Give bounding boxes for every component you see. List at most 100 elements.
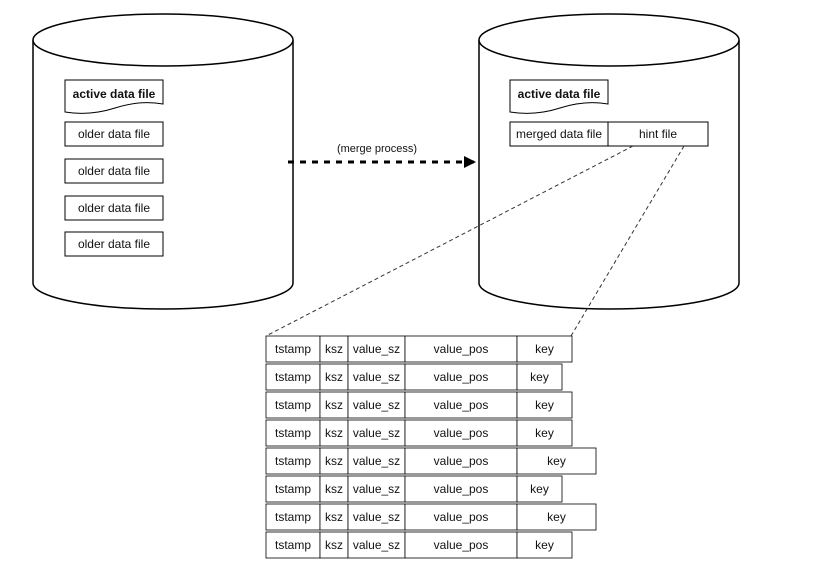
value-pos-cell: value_pos bbox=[434, 426, 489, 440]
ksz-cell-box bbox=[319, 447, 349, 475]
right-active-data-file-label: active data file bbox=[518, 87, 601, 101]
merge-process-arrow: (merge process) bbox=[288, 143, 476, 168]
tstamp-cell: tstamp bbox=[275, 398, 311, 412]
left-older-data-file-2: older data file bbox=[64, 158, 164, 184]
value-sz-cell-box bbox=[347, 419, 406, 447]
ksz-cell-box bbox=[319, 475, 349, 503]
tstamp-cell: tstamp bbox=[275, 370, 311, 384]
value-sz-cell: value_sz bbox=[353, 454, 400, 468]
value-pos-cell-box bbox=[404, 447, 518, 475]
value-pos-cell-box bbox=[404, 363, 518, 391]
hint-entry-row: tstamp ksz value_sz value_pos key bbox=[265, 419, 573, 447]
hint-file-projection-lines bbox=[265, 145, 685, 337]
older-data-file-label: older data file bbox=[78, 164, 150, 178]
tstamp-cell-box bbox=[265, 363, 321, 391]
ksz-cell-box bbox=[319, 419, 349, 447]
key-cell: key bbox=[535, 538, 554, 552]
ksz-cell: ksz bbox=[325, 510, 343, 524]
value-pos-cell: value_pos bbox=[434, 482, 489, 496]
right-active-data-file: active data file bbox=[509, 79, 609, 114]
merged-data-file: merged data file bbox=[509, 121, 609, 147]
key-cell-box bbox=[516, 447, 597, 475]
hint-entry-row: tstamp ksz value_sz value_pos key bbox=[265, 503, 597, 531]
ksz-cell-box bbox=[319, 363, 349, 391]
tstamp-cell: tstamp bbox=[275, 510, 311, 524]
hint-file-label: hint file bbox=[639, 127, 677, 141]
left-older-data-file-1: older data file bbox=[64, 121, 164, 147]
key-cell-box bbox=[516, 419, 573, 447]
value-pos-cell: value_pos bbox=[434, 510, 489, 524]
key-cell-box bbox=[516, 531, 573, 559]
tstamp-cell: tstamp bbox=[275, 482, 311, 496]
older-data-file-label: older data file bbox=[78, 201, 150, 215]
left-active-data-file-label: active data file bbox=[73, 87, 156, 101]
right-storage-cylinder bbox=[478, 13, 740, 310]
tstamp-cell-box bbox=[265, 503, 321, 531]
key-cell: key bbox=[535, 342, 554, 356]
ksz-cell: ksz bbox=[325, 538, 343, 552]
hint-file: hint file bbox=[607, 121, 709, 147]
tstamp-cell-box bbox=[265, 335, 321, 363]
value-pos-cell-box bbox=[404, 475, 518, 503]
left-older-data-file-4: older data file bbox=[64, 231, 164, 257]
key-cell-box bbox=[516, 503, 597, 531]
ksz-cell-box bbox=[319, 335, 349, 363]
value-sz-cell: value_sz bbox=[353, 398, 400, 412]
tstamp-cell: tstamp bbox=[275, 342, 311, 356]
older-data-file-label: older data file bbox=[78, 127, 150, 141]
ksz-cell-box bbox=[319, 531, 349, 559]
value-sz-cell-box bbox=[347, 503, 406, 531]
tstamp-cell-box bbox=[265, 475, 321, 503]
value-sz-cell: value_sz bbox=[353, 370, 400, 384]
value-sz-cell: value_sz bbox=[353, 538, 400, 552]
merge-process-label: (merge process) bbox=[337, 143, 417, 155]
key-cell-box bbox=[516, 335, 573, 363]
left-older-data-file-3: older data file bbox=[64, 195, 164, 221]
value-pos-cell: value_pos bbox=[434, 538, 489, 552]
key-cell: key bbox=[530, 482, 549, 496]
value-sz-cell-box bbox=[347, 447, 406, 475]
value-sz-cell-box bbox=[347, 391, 406, 419]
ksz-cell: ksz bbox=[325, 342, 343, 356]
key-cell: key bbox=[547, 510, 566, 524]
older-data-file-label: older data file bbox=[78, 237, 150, 251]
value-pos-cell: value_pos bbox=[434, 454, 489, 468]
key-cell-box bbox=[516, 363, 563, 391]
ksz-cell: ksz bbox=[325, 454, 343, 468]
tstamp-cell-box bbox=[265, 531, 321, 559]
key-cell: key bbox=[530, 370, 549, 384]
value-sz-cell: value_sz bbox=[353, 342, 400, 356]
hint-entry-row: tstamp ksz value_sz value_pos key bbox=[265, 531, 573, 559]
value-pos-cell-box bbox=[404, 531, 518, 559]
ksz-cell-box bbox=[319, 503, 349, 531]
ksz-cell: ksz bbox=[325, 370, 343, 384]
value-sz-cell: value_sz bbox=[353, 426, 400, 440]
key-cell-box bbox=[516, 475, 563, 503]
left-active-data-file: active data file bbox=[64, 79, 164, 114]
hint-entry-row: tstamp ksz value_sz value_pos key bbox=[265, 335, 573, 363]
tstamp-cell: tstamp bbox=[275, 426, 311, 440]
value-pos-cell: value_pos bbox=[434, 370, 489, 384]
value-pos-cell: value_pos bbox=[434, 342, 489, 356]
tstamp-cell: tstamp bbox=[275, 538, 311, 552]
hint-entry-row: tstamp ksz value_sz value_pos key bbox=[265, 475, 563, 503]
ksz-cell: ksz bbox=[325, 398, 343, 412]
merged-data-file-label: merged data file bbox=[516, 127, 602, 141]
value-sz-cell-box bbox=[347, 335, 406, 363]
key-cell-box bbox=[516, 391, 573, 419]
hint-entry-row: tstamp ksz value_sz value_pos key bbox=[265, 447, 597, 475]
hint-entry-row: tstamp ksz value_sz value_pos key bbox=[265, 363, 563, 391]
key-cell: key bbox=[547, 454, 566, 468]
value-sz-cell: value_sz bbox=[353, 482, 400, 496]
tstamp-cell: tstamp bbox=[275, 454, 311, 468]
key-cell: key bbox=[535, 426, 554, 440]
ksz-cell: ksz bbox=[325, 426, 343, 440]
tstamp-cell-box bbox=[265, 447, 321, 475]
key-cell: key bbox=[535, 398, 554, 412]
tstamp-cell-box bbox=[265, 391, 321, 419]
ksz-cell: ksz bbox=[325, 482, 343, 496]
ksz-cell-box bbox=[319, 391, 349, 419]
value-sz-cell: value_sz bbox=[353, 510, 400, 524]
